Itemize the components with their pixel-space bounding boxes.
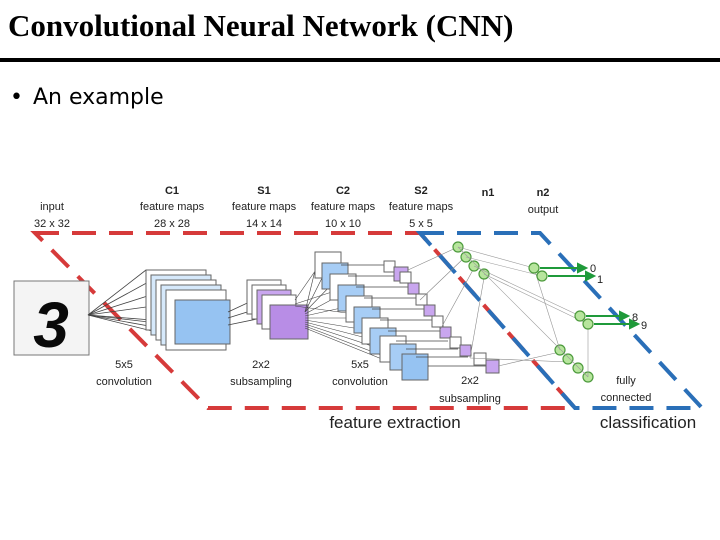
bullet-text: An example bbox=[32, 85, 164, 110]
s2-to-n1-lines bbox=[407, 246, 571, 367]
bullet-dot: • bbox=[10, 85, 23, 110]
input-size: 32 x 32 bbox=[34, 218, 70, 230]
c2-to-s2-lines bbox=[341, 264, 486, 367]
output-label-9: 9 bbox=[641, 320, 647, 332]
n1-to-n2-lines bbox=[457, 246, 589, 378]
s1-size: 14 x 14 bbox=[246, 218, 282, 230]
output-arrows bbox=[540, 262, 641, 330]
conv2-op: convolution bbox=[332, 376, 388, 388]
s2-feature-maps bbox=[383, 260, 500, 374]
input-title: input bbox=[40, 201, 64, 213]
c2-desc: feature maps bbox=[311, 201, 376, 213]
sub1-op: subsampling bbox=[230, 376, 292, 388]
output-label-8: 8 bbox=[632, 312, 638, 324]
title-divider bbox=[0, 58, 720, 62]
s1-feature-maps bbox=[246, 279, 309, 340]
c2-size: 10 x 10 bbox=[325, 218, 361, 230]
output-label-0: 0 bbox=[590, 263, 596, 275]
fc-line2: connected bbox=[601, 392, 652, 404]
c2-feature-maps bbox=[314, 251, 429, 381]
s2-desc: feature maps bbox=[389, 201, 454, 213]
input-image: 3 bbox=[13, 280, 90, 361]
s2-size: 5 x 5 bbox=[409, 218, 433, 230]
cnn-diagram: input 32 x 32 C1 feature maps 28 x 28 S1… bbox=[13, 185, 707, 432]
sub2-op: subsampling bbox=[439, 393, 501, 405]
c1-size: 28 x 28 bbox=[154, 218, 190, 230]
c1-feature-maps bbox=[145, 269, 231, 351]
s1-name: S1 bbox=[257, 185, 270, 197]
fc-line1: fully bbox=[616, 375, 636, 387]
conv2-kernel: 5x5 bbox=[351, 359, 369, 371]
conv1-op: convolution bbox=[96, 376, 152, 388]
s2-name: S2 bbox=[414, 185, 427, 197]
n2-name: n2 bbox=[537, 187, 550, 199]
slide-title: Convolutional Neural Network (CNN) bbox=[8, 8, 514, 43]
classification-label: classification bbox=[600, 413, 696, 432]
sub1-kernel: 2x2 bbox=[252, 359, 270, 371]
n1-name: n1 bbox=[482, 187, 495, 199]
n2-desc: output bbox=[528, 204, 559, 216]
bullet-item: • An example bbox=[10, 85, 164, 110]
n1-neurons bbox=[452, 241, 594, 383]
input-digit: 3 bbox=[33, 289, 69, 361]
conv1-kernel: 5x5 bbox=[115, 359, 133, 371]
n2-neurons bbox=[528, 262, 594, 330]
classification-border bbox=[415, 231, 707, 410]
c2-name: C2 bbox=[336, 185, 350, 197]
c1-name: C1 bbox=[165, 185, 179, 197]
sub2-kernel: 2x2 bbox=[461, 375, 479, 387]
c1-desc: feature maps bbox=[140, 201, 205, 213]
s1-desc: feature maps bbox=[232, 201, 297, 213]
output-label-1: 1 bbox=[597, 274, 603, 286]
feature-extraction-label: feature extraction bbox=[329, 413, 460, 432]
